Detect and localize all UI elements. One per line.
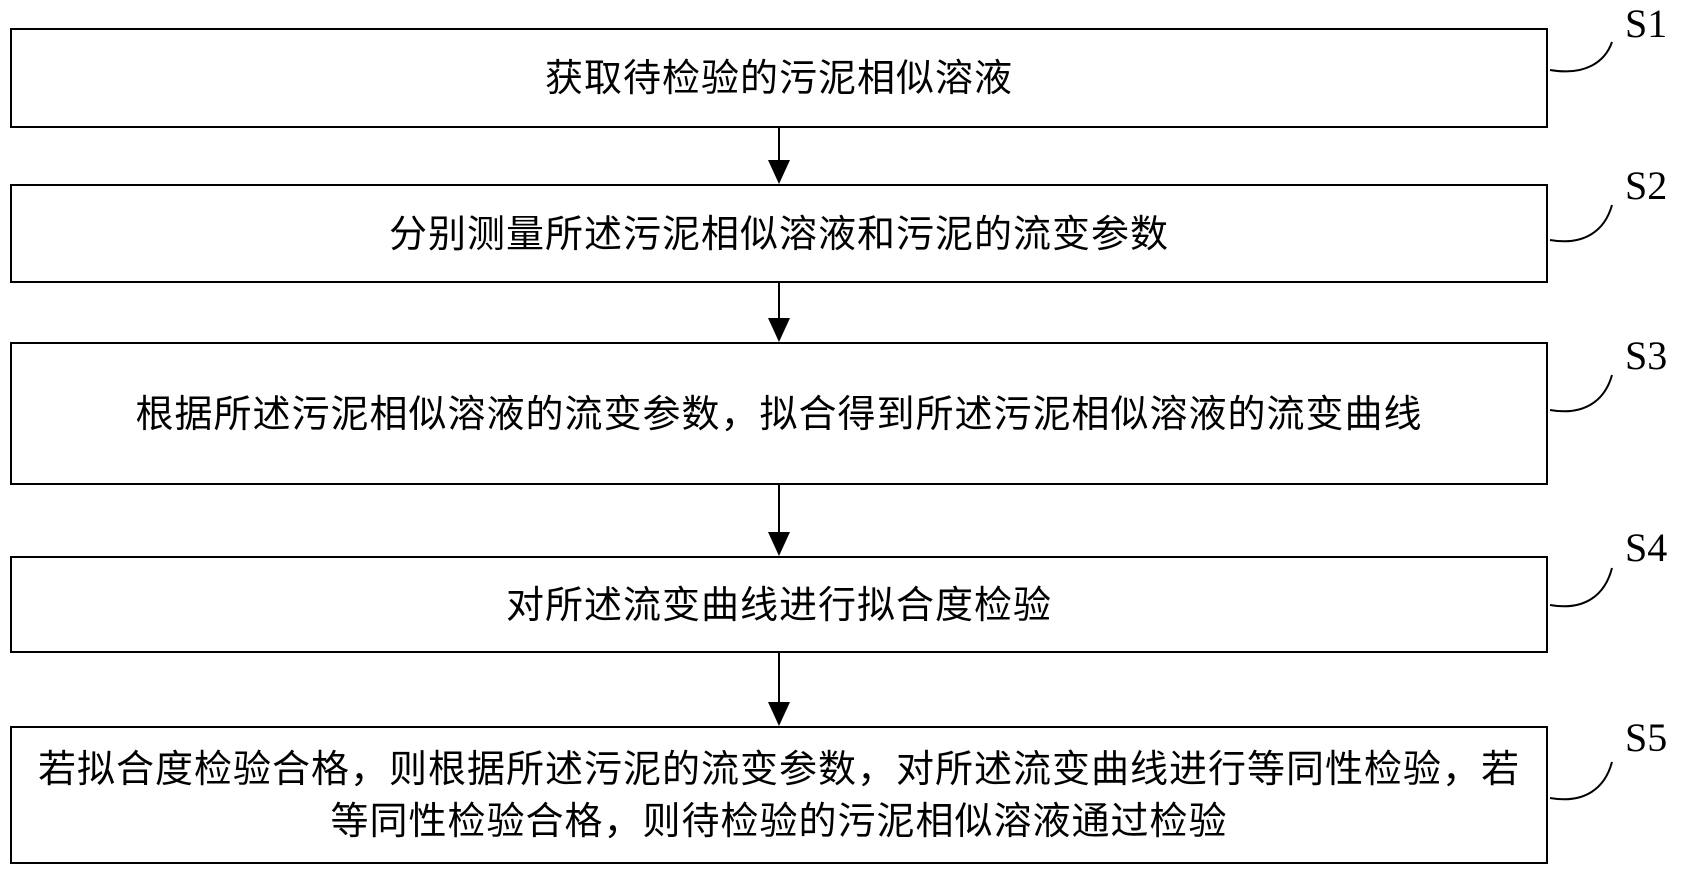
step-label-s3: S3 (1625, 333, 1668, 378)
step-text-s4: 对所述流变曲线进行拟合度检验 (505, 582, 1052, 627)
leader-curve-s2 (1549, 204, 1613, 243)
step-text-s5: 若拟合度检验合格，则根据所述污泥的流变参数，对所述流变曲线进行等同性检验，若等同… (37, 747, 1520, 843)
step-text-s3: 根据所述污泥相似溶液的流变参数，拟合得到所述污泥相似溶液的流变曲线 (135, 391, 1423, 436)
leader-curve-s4 (1549, 567, 1613, 608)
arrow-s4-s5 (768, 653, 790, 726)
step-label-s2: S2 (1625, 163, 1668, 208)
step-box-s4: 对所述流变曲线进行拟合度检验 (10, 556, 1548, 653)
arrow-s3-s4 (768, 485, 790, 556)
step-box-s5: 若拟合度检验合格，则根据所述污泥的流变参数，对所述流变曲线进行等同性检验，若等同… (10, 726, 1548, 864)
leader-curve-s1 (1549, 41, 1613, 73)
step-label-s1: S1 (1625, 1, 1668, 46)
arrow-s1-s2 (768, 128, 790, 184)
step-label-s5: S5 (1625, 715, 1668, 760)
leader-curve-s3 (1549, 374, 1613, 413)
step-box-s1: 获取待检验的污泥相似溶液 (10, 28, 1548, 128)
step-text-s2: 分别测量所述污泥相似溶液和污泥的流变参数 (388, 211, 1169, 256)
leader-curve-s5 (1549, 761, 1613, 801)
step-label-s4: S4 (1625, 525, 1668, 570)
step-box-s3: 根据所述污泥相似溶液的流变参数，拟合得到所述污泥相似溶液的流变曲线 (10, 342, 1548, 485)
step-text-s1: 获取待检验的污泥相似溶液 (544, 56, 1013, 100)
arrow-s2-s3 (768, 283, 790, 342)
step-box-s2: 分别测量所述污泥相似溶液和污泥的流变参数 (10, 184, 1548, 283)
